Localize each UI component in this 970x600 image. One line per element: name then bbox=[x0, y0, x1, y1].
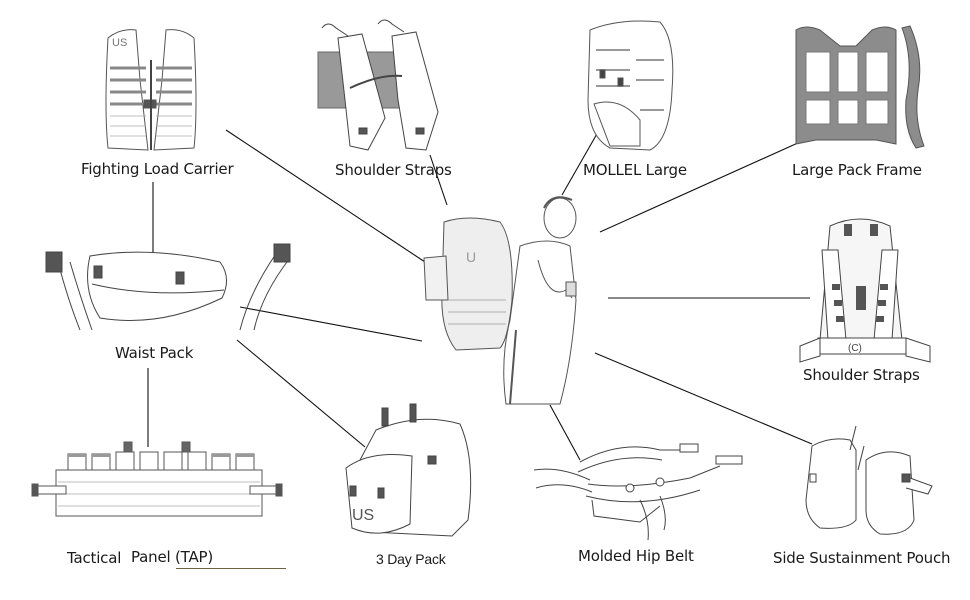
molded-hip-belt-illustration bbox=[533, 443, 743, 541]
shoulder-straps-top-illustration bbox=[317, 19, 439, 151]
label-tactical-panel-part2: Panel (TAP) bbox=[131, 548, 214, 566]
svg-text:U: U bbox=[466, 249, 476, 265]
label-side-sustainment-pouch: Side Sustainment Pouch bbox=[773, 549, 951, 567]
label-shoulder-straps-top: Shoulder Straps bbox=[335, 161, 452, 179]
label-large-pack-frame: Large Pack Frame bbox=[792, 161, 922, 179]
connector-side-sustainment-pouch bbox=[594, 352, 813, 445]
mollel-large-illustration bbox=[587, 20, 674, 151]
fighting-load-carrier-illustration: US bbox=[105, 29, 197, 151]
connector-shoulder-straps-top bbox=[429, 154, 448, 206]
shoulder-straps-right-illustration: (C) bbox=[799, 218, 931, 363]
soldier-with-rucksack-illustration: U bbox=[423, 196, 577, 405]
connector-mollel-large bbox=[561, 131, 599, 196]
waist-pack-illustration bbox=[45, 243, 291, 331]
connector-large-pack-frame bbox=[599, 141, 801, 233]
label-mollel-large: MOLLEL Large bbox=[583, 161, 687, 179]
tactical-panel-illustration bbox=[31, 441, 283, 517]
label-molded-hip-belt: Molded Hip Belt bbox=[578, 547, 694, 565]
label-fighting-load-carrier: Fighting Load Carrier bbox=[81, 160, 234, 178]
svg-text:US: US bbox=[112, 37, 127, 49]
label-three-day-pack: 3 Day Pack bbox=[376, 551, 446, 567]
connector-three-day-pack bbox=[236, 339, 366, 448]
label-waist-pack: Waist Pack bbox=[115, 344, 194, 362]
side-sustainment-pouch-illustration bbox=[805, 425, 933, 535]
connector-fighting-load-carrier bbox=[225, 129, 426, 263]
svg-text:US: US bbox=[352, 507, 374, 524]
connector-lines bbox=[147, 129, 813, 461]
tactical-panel-underline bbox=[176, 568, 286, 569]
label-tactical-panel-part1: Tactical bbox=[67, 549, 122, 567]
svg-text:(C): (C) bbox=[848, 343, 862, 354]
three-day-pack-illustration: US bbox=[345, 403, 472, 537]
label-shoulder-straps-right: Shoulder Straps bbox=[803, 366, 920, 384]
large-pack-frame-illustration bbox=[795, 25, 925, 149]
connector-molded-hip-belt bbox=[549, 404, 581, 461]
connector-waist-pack bbox=[239, 306, 423, 342]
